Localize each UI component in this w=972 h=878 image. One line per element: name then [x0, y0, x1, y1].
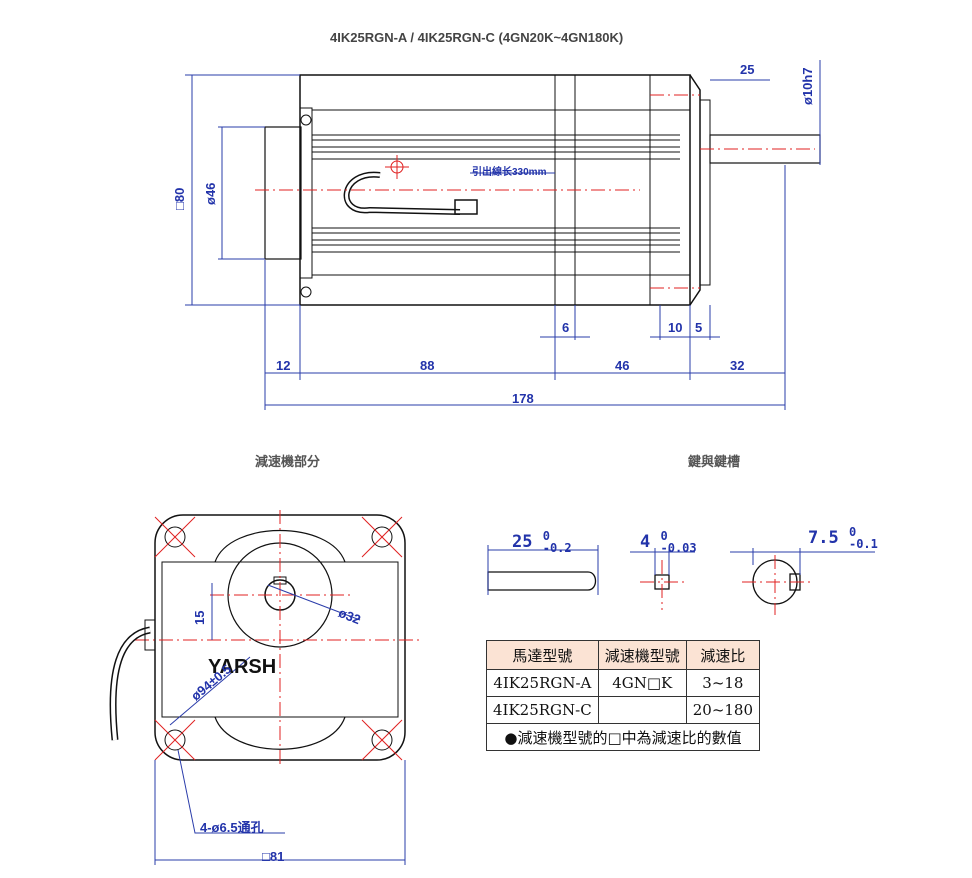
- key-width-label: 4 0 -0.03: [640, 530, 697, 554]
- brand-logo-text: YARSH: [208, 656, 277, 678]
- diagram-title: 4IK25RGN-A / 4IK25RGN-C (4GN20K~4GN180K): [330, 30, 624, 45]
- dim-12: 12: [276, 358, 291, 373]
- key-length-tol-down: -0.2: [542, 541, 572, 555]
- dim-32: 32: [730, 358, 745, 373]
- key-view-caption: 鍵與鍵槽: [688, 454, 741, 469]
- cell-ratio: 20~180: [685, 696, 761, 724]
- lead-wire-note: 引出線长330mm: [472, 167, 547, 178]
- key-width-tol-down: -0.03: [660, 541, 697, 555]
- header-gear-model: 減速機型號: [597, 640, 687, 670]
- dim-178: 178: [512, 391, 534, 406]
- key-height-value: 7.5: [808, 528, 839, 548]
- cell-gear-model: 4GN□K: [597, 669, 687, 697]
- cell-motor-model: 4IK25RGN-A: [486, 669, 599, 697]
- key-height-label: 7.5 0 -0.1: [808, 526, 878, 550]
- key-length-tol-up: 0: [542, 529, 550, 543]
- cell-ratio: 3~18: [685, 669, 761, 697]
- dim-holes: 4-ø6.5通孔: [200, 820, 264, 835]
- table-row: 4IK25RGN-C 20~180: [486, 696, 761, 724]
- dim-15: 15: [192, 610, 207, 625]
- dim-shaft-length: 25: [740, 62, 755, 77]
- dim-6: 6: [562, 320, 570, 335]
- key-length-label: 25 0 -0.2: [512, 530, 572, 554]
- key-and-keyway-view: [487, 545, 875, 615]
- key-width-tol-up: 0: [660, 529, 668, 543]
- header-ratio: 減速比: [685, 640, 761, 670]
- spec-header-row: 馬達型號 減速機型號 減速比: [486, 640, 761, 670]
- key-height-tol-up: 0: [848, 525, 857, 539]
- dim-shaft-diameter: ø10h7: [800, 67, 815, 105]
- dim-10: 10: [668, 320, 683, 335]
- spec-table: 馬達型號 減速機型號 減速比 4IK25RGN-A 4GN□K 3~18 4IK…: [485, 640, 761, 751]
- dim-square: □80: [172, 187, 187, 210]
- dim-5: 5: [695, 320, 703, 335]
- dim-46: 46: [615, 358, 630, 373]
- table-note-row: ●減速機型號的□中為減速比的數值: [485, 723, 761, 751]
- key-height-tol-down: -0.1: [848, 537, 878, 551]
- table-row: 4IK25RGN-A 4GN□K 3~18: [486, 669, 761, 697]
- cell-motor-model: 4IK25RGN-C: [486, 696, 599, 724]
- key-width-value: 4: [640, 532, 651, 552]
- header-motor-model: 馬達型號: [486, 640, 599, 670]
- cell-gear-model: [597, 696, 687, 724]
- dim-88: 88: [420, 358, 435, 373]
- dim-flange-diameter: ø46: [203, 182, 218, 205]
- gear-view-caption: 減速機部分: [255, 454, 321, 469]
- dim-gear-square: □81: [262, 849, 285, 864]
- key-length-value: 25: [512, 532, 533, 552]
- table-note: ●減速機型號的□中為減速比的數值: [485, 723, 761, 751]
- gear-front-view: [109, 510, 420, 865]
